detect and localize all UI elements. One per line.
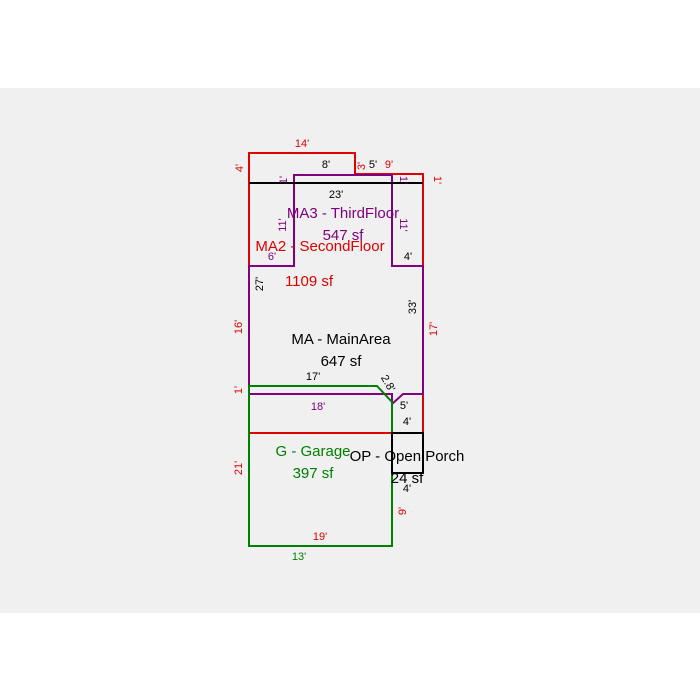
floor-plan: 14' 4' 8' 5' 3' 9' 1' 1' 1' 23' 11' 11' … [233, 138, 465, 563]
dim-left-16: 16' [233, 320, 245, 334]
dim-left-27: 27' [254, 277, 266, 291]
dim-inner-1a: 1' [278, 176, 290, 184]
dim-right-9: 9' [397, 507, 409, 515]
drawing-canvas: 14' 4' 8' 5' 3' 9' 1' 1' 1' 23' 11' 11' … [0, 88, 700, 613]
dim-mid-18: 18' [311, 401, 325, 413]
dim-left-21: 21' [233, 461, 245, 475]
third-floor-name: MA3 - ThirdFloor [287, 205, 399, 222]
open-porch-sf: 24 sf [391, 470, 424, 487]
dim-left-4: 4' [234, 164, 246, 172]
main-area-outline [248, 174, 424, 445]
dim-inner-1b: 1' [397, 176, 409, 184]
second-floor-sf: 1109 sf [285, 273, 334, 290]
dim-left-11: 11' [277, 218, 289, 232]
dim-right-33: 33' [407, 300, 419, 314]
garage-name: G - Garage [275, 443, 350, 460]
main-area-name: MA - MainArea [291, 331, 391, 348]
open-porch-outline [391, 432, 424, 474]
dim-top-5: 5' [369, 159, 377, 171]
second-floor-name: MA2 - SecondFloor [255, 238, 384, 255]
main-area-sf: 647 sf [321, 353, 363, 370]
third-floor-sf: 547 sf [323, 227, 365, 244]
open-porch-name: OP - Open Porch [350, 448, 465, 465]
dim-top-9: 9' [385, 159, 393, 171]
dim-bottom-19: 19' [313, 531, 327, 543]
dim-porch-4-bottom: 4' [403, 483, 411, 495]
dim-right-1: 1' [431, 176, 443, 184]
dim-line-23: 23' [329, 189, 343, 201]
dim-right-5: 5' [400, 400, 408, 412]
dim-right-17: 17' [428, 322, 440, 336]
dim-top-3: 3' [356, 162, 368, 170]
dim-bottom-13: 13' [292, 551, 306, 563]
dim-porch-4-top: 4' [403, 416, 411, 428]
dim-mid-17: 17' [306, 371, 320, 383]
garage-sf: 397 sf [293, 465, 335, 482]
dim-top-8: 8' [322, 159, 330, 171]
dim-top-14: 14' [295, 138, 309, 150]
dim-inner-6: 6' [268, 251, 276, 263]
dim-right-11: 11' [397, 218, 409, 232]
dim-left-1: 1' [233, 386, 245, 394]
dim-inner-4: 4' [404, 251, 412, 263]
